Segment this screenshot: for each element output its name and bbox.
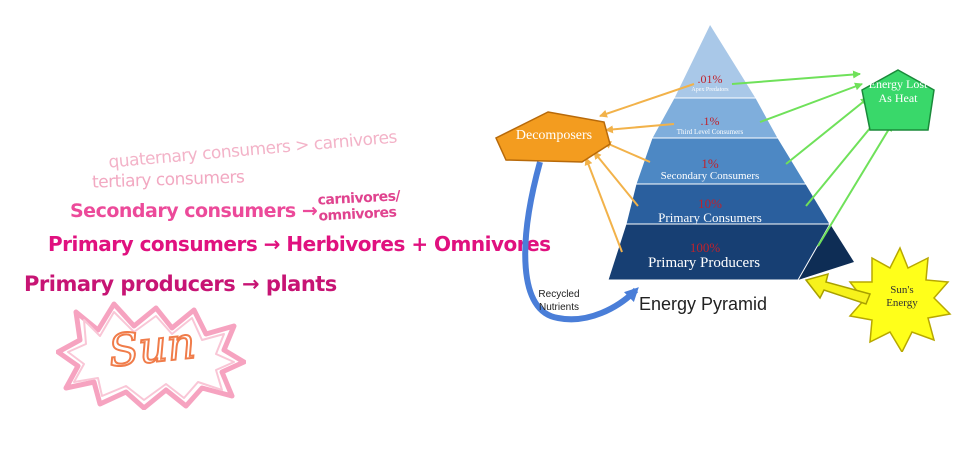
note-secondary-result: carnivores/ omnivores xyxy=(317,188,401,225)
level-pct-apex: .01% xyxy=(697,72,723,86)
note-secondary: Secondary consumers → xyxy=(70,200,318,222)
recycled-arrow xyxy=(522,161,639,323)
energy-pyramid-diagram: .01% Apex Predators .1% Third Level Cons… xyxy=(488,12,968,352)
recycled-label: Recycled Nutrients xyxy=(538,289,580,313)
level-name-secondary: Secondary Consumers xyxy=(660,170,760,182)
level-name-primary: Primary Consumers xyxy=(658,210,762,225)
diagram-title: Energy Pyramid xyxy=(638,294,768,314)
note-tertiary: tertiary consumers xyxy=(91,167,245,193)
handwritten-notes: quaternary consumers > carnivores tertia… xyxy=(24,127,551,410)
level-pct-producers: 100% xyxy=(689,240,721,255)
sun-icon xyxy=(848,246,952,352)
note-producers: Primary producers → plants xyxy=(24,272,337,296)
level-name-producers: Primary Producers xyxy=(647,255,761,271)
level-name-apex: Apex Predators xyxy=(691,87,729,93)
pyramid-levels xyxy=(607,22,831,281)
decomposers-label: Decomposers xyxy=(515,128,593,143)
pyramid-graphic xyxy=(495,22,952,352)
sun-sketch-icon xyxy=(56,301,246,410)
sun-energy-label: Sun's Energy xyxy=(886,284,918,309)
heat-label: Energy Lost As Heat xyxy=(868,77,928,105)
heat-arrows xyxy=(731,70,893,247)
decomposer-arrows xyxy=(584,83,695,253)
sun-arrow xyxy=(804,272,872,305)
heat-shape xyxy=(861,69,935,131)
note-primary: Primary consumers → Herbivores + Omnivor… xyxy=(48,232,551,256)
level-pct-primary: 10% xyxy=(698,196,722,211)
level-name-third: Third Level Consumers xyxy=(676,128,744,136)
level-pct-third: .1% xyxy=(700,114,720,128)
note-quaternary: quaternary consumers > carnivores xyxy=(107,127,398,173)
level-pct-secondary: 1% xyxy=(701,156,719,171)
decomposers-shape xyxy=(495,111,611,163)
